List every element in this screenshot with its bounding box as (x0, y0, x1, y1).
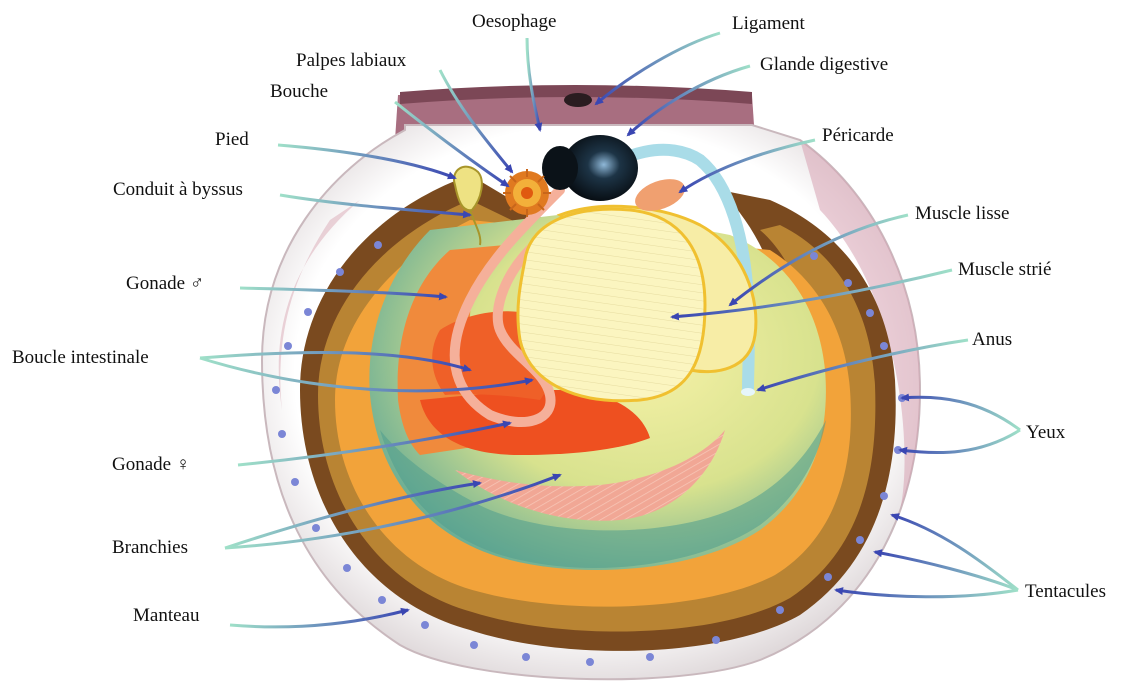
label-yeux: Yeux (1026, 423, 1065, 442)
label-gonade-male: Gonade ♂ (126, 274, 204, 293)
label-byssus: Conduit à byssus (113, 180, 243, 199)
label-tentacules: Tentacules (1025, 582, 1106, 601)
label-palpes: Palpes labiaux (296, 51, 406, 70)
arrow-tentacules-1 (892, 515, 1018, 590)
arrow-tentacules-3 (836, 590, 1018, 597)
label-muscle-strie: Muscle strié (958, 260, 1051, 279)
label-bouche: Bouche (270, 82, 328, 101)
labial-palps (503, 169, 551, 217)
label-oesophage: Oesophage (472, 12, 556, 31)
label-pericarde: Péricarde (822, 126, 894, 145)
arrow-tentacules-2 (875, 552, 1018, 590)
label-ligament: Ligament (732, 14, 805, 33)
label-manteau: Manteau (133, 606, 199, 625)
label-boucle: Boucle intestinale (12, 348, 149, 367)
label-gonade-femelle: Gonade ♀ (112, 455, 190, 474)
label-pied: Pied (215, 130, 249, 149)
label-muscle-lisse: Muscle lisse (915, 204, 1009, 223)
label-glande: Glande digestive (760, 55, 888, 74)
label-branchies: Branchies (112, 538, 188, 557)
label-anus: Anus (972, 330, 1012, 349)
